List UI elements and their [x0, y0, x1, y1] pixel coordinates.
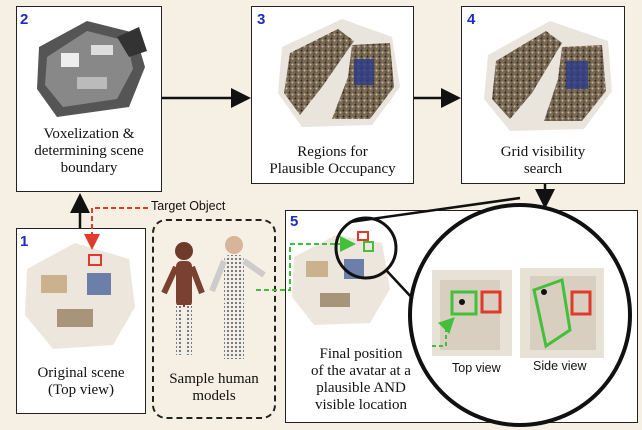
side-view-image: [520, 268, 604, 358]
target-object-arrow: [84, 207, 148, 250]
target-object-label: Target Object: [151, 199, 226, 213]
step-number-1: 1: [20, 233, 29, 250]
caption-grid-visibility: Grid visibility search: [461, 144, 625, 178]
caption-voxelization: Voxelization & determining scene boundar…: [16, 126, 162, 177]
caption-line: (Top view): [47, 382, 114, 398]
step-number-5: 5: [290, 213, 299, 230]
caption-line: Regions for: [297, 144, 368, 160]
caption-line: plausible AND: [316, 380, 406, 396]
original-scene-image: [25, 243, 135, 349]
caption-line: Grid visibility: [500, 144, 586, 160]
occupancy-scene-image: [278, 19, 400, 127]
avatar-light: [209, 236, 266, 359]
caption-line: Plausible Occupancy: [269, 161, 396, 177]
caption-line: visible location: [314, 397, 408, 413]
caption-human-models: Sample human models: [152, 371, 276, 405]
focus-circle: [334, 216, 398, 280]
caption-line: models: [192, 388, 236, 404]
caption-line: determining scene: [34, 143, 144, 159]
panel-original-scene: [16, 228, 146, 414]
human-models-image: [161, 236, 266, 359]
caption-line: Final position: [319, 346, 403, 362]
caption-line: Sample human: [169, 371, 259, 387]
avatar-marker: [363, 241, 374, 252]
voxel-scene-image: [37, 21, 147, 117]
caption-line: Original scene: [37, 365, 125, 381]
final-scene-image: [292, 235, 390, 325]
caption-line: Voxelization &: [43, 126, 135, 142]
panel-voxelization: [16, 6, 162, 192]
panel-grid-visibility: [461, 6, 625, 184]
human-models-box: [152, 219, 276, 419]
side-view-label: Side view: [533, 359, 587, 373]
step-number-2: 2: [20, 11, 29, 28]
avatar-dark: [161, 242, 205, 355]
caption-final-position: Final position of the avatar at a plausi…: [291, 346, 431, 414]
top-view-image: [432, 270, 512, 356]
caption-line: search: [523, 161, 563, 177]
caption-original-scene: Original scene (Top view): [16, 365, 146, 399]
visibility-scene-image: [484, 21, 612, 131]
top-view-label: Top view: [452, 361, 501, 375]
caption-plausible-occupancy: Regions for Plausible Occupancy: [251, 144, 414, 178]
caption-line: boundary: [60, 160, 118, 176]
caption-line: of the avatar at a: [311, 363, 411, 379]
avatar-placement-arrow: [256, 236, 356, 291]
panel-plausible-occupancy: [251, 6, 414, 184]
zoom-line-top: [349, 196, 521, 224]
step-number-3: 3: [257, 11, 266, 28]
step-number-4: 4: [467, 11, 476, 28]
zoom-avatar-arrow: [432, 317, 455, 347]
target-marker: [357, 231, 369, 241]
